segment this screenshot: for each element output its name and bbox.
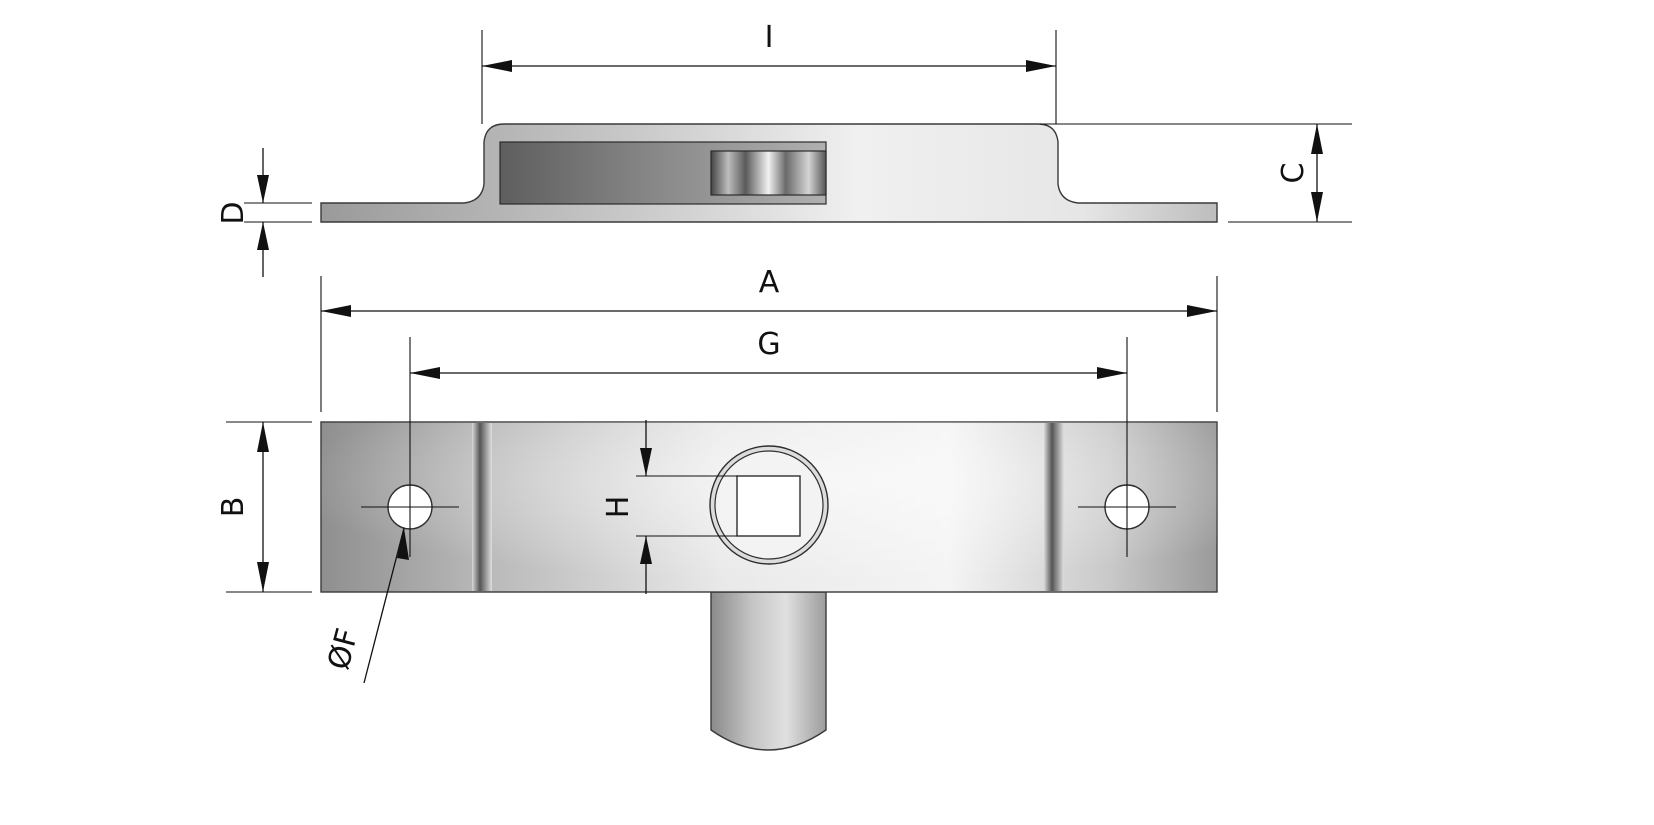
side-view: [320, 123, 1218, 223]
dim-label-i: I: [765, 20, 774, 55]
left-bend-groove: [472, 423, 492, 591]
dim-label-f: ØF: [321, 625, 365, 674]
side-view-roller: [710, 150, 827, 196]
dim-label-g: G: [757, 327, 780, 362]
dimension-lines: [226, 30, 1352, 684]
right-bend-groove: [1044, 423, 1064, 591]
dim-label-b: B: [216, 497, 251, 518]
dim-label-h: H: [601, 496, 636, 519]
dimension-labels: I A G C D B H ØF: [216, 20, 1311, 673]
square-spindle-hole: [736, 475, 801, 537]
dim-label-a: A: [759, 265, 780, 300]
plate-view: [320, 337, 1218, 751]
dim-label-c: C: [1276, 163, 1311, 184]
dim-label-d: D: [216, 201, 251, 224]
bolt-tongue: [710, 591, 827, 751]
